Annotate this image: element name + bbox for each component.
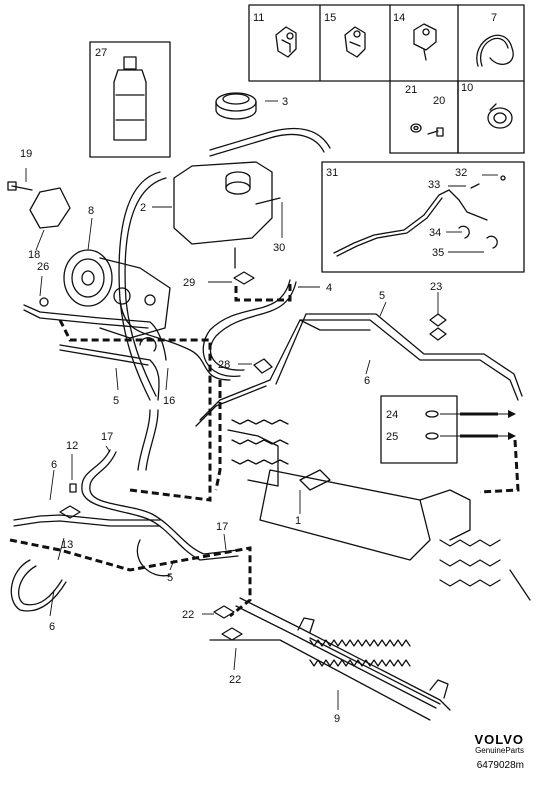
label-16: 16 xyxy=(163,395,175,407)
label-30: 30 xyxy=(273,242,285,254)
label-4: 4 xyxy=(326,282,332,294)
label-18: 18 xyxy=(28,249,40,261)
label-26: 26 xyxy=(37,261,49,273)
label-25: 25 xyxy=(386,431,398,443)
label-9: 9 xyxy=(334,713,340,725)
label-1: 1 xyxy=(295,515,301,527)
clamp-10-icon xyxy=(487,103,513,129)
o-ring-box xyxy=(380,395,458,464)
label-20: 20 xyxy=(433,95,445,107)
label-17b: 17 xyxy=(216,521,228,533)
label-5c: 5 xyxy=(167,572,173,584)
rack-feed-lines xyxy=(195,313,523,427)
clip-14-icon xyxy=(413,23,437,61)
pressure-lines xyxy=(10,304,167,612)
label-22a: 22 xyxy=(182,609,194,621)
label-5b: 5 xyxy=(113,395,119,407)
label-23: 23 xyxy=(430,281,442,293)
label-13: 13 xyxy=(61,539,73,551)
label-14: 14 xyxy=(393,12,405,24)
fluid-cooler xyxy=(209,597,451,721)
lower-hoses xyxy=(81,409,239,577)
label-22b: 22 xyxy=(229,674,241,686)
clip-11-icon xyxy=(275,26,297,58)
fluid-bottle-box xyxy=(89,41,171,158)
steering-pump xyxy=(63,249,171,339)
feed-hose xyxy=(119,279,297,381)
clip-15-icon xyxy=(344,26,366,58)
label-34: 34 xyxy=(429,227,441,239)
label-32: 32 xyxy=(455,167,467,179)
label-7: 7 xyxy=(491,12,497,24)
label-6c: 6 xyxy=(49,621,55,633)
arrowheads xyxy=(508,410,516,440)
label-35: 35 xyxy=(432,247,444,259)
brand-subtitle: GenuineParts xyxy=(475,745,524,755)
label-2: 2 xyxy=(140,202,146,214)
strap-7-icon xyxy=(476,34,514,67)
label-28: 28 xyxy=(218,359,230,371)
label-5a: 5 xyxy=(379,290,385,302)
part-labels: 1 2 3 4 5 5 5 6 6 6 7 8 9 10 11 12 13 14… xyxy=(20,12,497,725)
label-19: 19 xyxy=(20,148,32,160)
label-17a: 17 xyxy=(101,431,113,443)
label-6a: 6 xyxy=(364,375,370,387)
label-6b: 6 xyxy=(51,459,57,471)
washer-21-icon xyxy=(410,123,422,133)
brand-logo: VOLVO xyxy=(474,732,524,747)
label-3: 3 xyxy=(282,96,288,108)
label-15: 15 xyxy=(324,12,336,24)
fluid-reservoir xyxy=(173,161,281,269)
label-33: 33 xyxy=(428,179,440,191)
label-8: 8 xyxy=(88,205,94,217)
clip-grid-box xyxy=(248,4,525,154)
label-31: 31 xyxy=(326,167,338,179)
label-29: 29 xyxy=(183,277,195,289)
drawing-code: 6479028m xyxy=(476,760,524,771)
label-11: 11 xyxy=(253,12,264,24)
return-lines-dashed xyxy=(9,280,520,618)
leader-lines xyxy=(25,100,508,710)
label-12: 12 xyxy=(66,440,78,452)
steering-rack xyxy=(227,419,531,601)
label-21: 21 xyxy=(405,84,417,96)
label-24: 24 xyxy=(386,409,398,421)
bolt-20-icon xyxy=(427,127,444,137)
brand-block: VOLVO GenuineParts 6479028m xyxy=(474,732,524,771)
pump-bracket xyxy=(7,181,71,229)
label-10: 10 xyxy=(461,82,473,94)
line-bracket-box xyxy=(321,161,525,273)
reservoir-cap xyxy=(215,92,257,120)
small-clips xyxy=(39,271,447,641)
label-27: 27 xyxy=(95,47,107,59)
